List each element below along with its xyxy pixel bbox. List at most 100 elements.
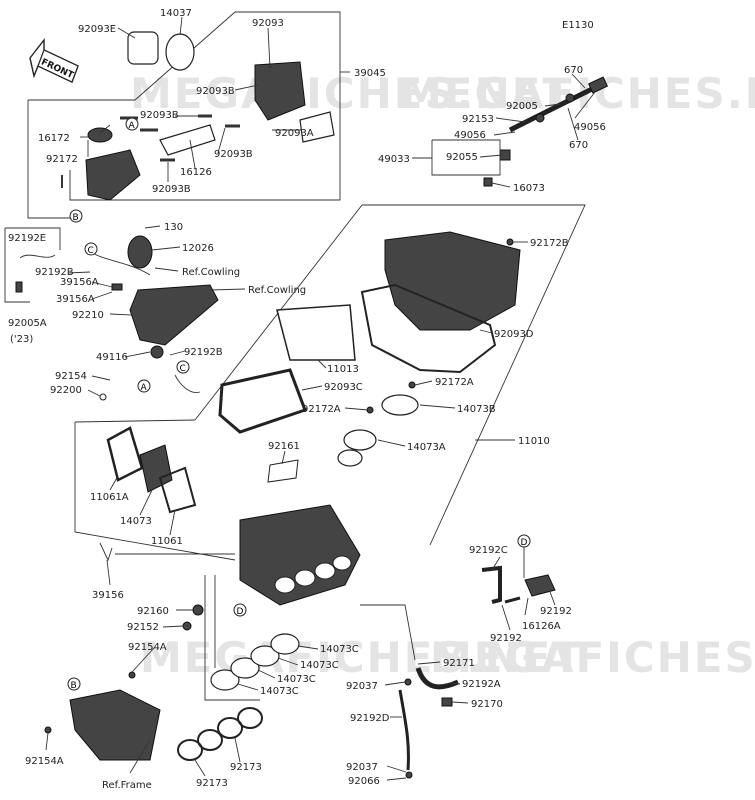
label-92210: 92210 bbox=[72, 310, 104, 321]
top-left-leaders bbox=[80, 16, 302, 182]
watermark-bottom-right: MEGAFICHES.NET bbox=[430, 633, 755, 682]
callout-a-top: A bbox=[125, 117, 139, 131]
label-23: ('23) bbox=[10, 334, 33, 345]
label-39156A-1: 39156A bbox=[60, 277, 99, 288]
lower-housing-part bbox=[182, 504, 361, 631]
clamps-92173 bbox=[177, 707, 263, 777]
group-39045-frame bbox=[27, 11, 350, 219]
svg-text:B: B bbox=[73, 213, 79, 223]
svg-text:A: A bbox=[129, 121, 136, 131]
label-14073: 14073 bbox=[120, 516, 152, 527]
group-92192E-frame bbox=[4, 227, 61, 303]
label-130: 130 bbox=[164, 222, 183, 233]
lower-left-leaders bbox=[106, 450, 286, 586]
label-92093D: 92093D bbox=[494, 329, 534, 340]
label-92093: 92093 bbox=[252, 18, 284, 29]
label-92200: 92200 bbox=[50, 385, 82, 396]
label-14073C-4: 14073C bbox=[260, 686, 299, 697]
label-92066: 92066 bbox=[348, 776, 380, 787]
label-92154: 92154 bbox=[55, 371, 87, 382]
label-39156A-2: 39156A bbox=[56, 294, 95, 305]
mid-left-parts bbox=[91, 235, 219, 401]
label-92005: 92005 bbox=[506, 101, 538, 112]
label-92172A-1: 92172A bbox=[435, 377, 474, 388]
label-39045: 39045 bbox=[354, 68, 386, 79]
label-14073C-2: 14073C bbox=[300, 660, 339, 671]
label-11013: 11013 bbox=[327, 364, 359, 375]
label-92037-2: 92037 bbox=[346, 762, 378, 773]
label-11061: 11061 bbox=[151, 536, 183, 547]
label-92093A: 92093A bbox=[275, 128, 314, 139]
top-right-fittings bbox=[412, 76, 609, 187]
label-92153: 92153 bbox=[462, 114, 494, 125]
label-ref-cowling-2: Ref.Cowling bbox=[248, 285, 306, 296]
label-49056-1: 49056 bbox=[454, 130, 486, 141]
callout-b-bottom: B bbox=[67, 677, 81, 691]
label-92172: 92172 bbox=[46, 154, 78, 165]
label-92192D: 92192D bbox=[350, 713, 390, 724]
label-92173-1: 92173 bbox=[196, 778, 228, 789]
label-92093B-2: 92093B bbox=[140, 110, 179, 121]
label-92093B-1: 92093B bbox=[196, 86, 235, 97]
label-92161: 92161 bbox=[268, 441, 300, 452]
mid-left-leaders bbox=[67, 225, 246, 397]
callout-c-low: C bbox=[176, 360, 190, 374]
svg-text:C: C bbox=[88, 246, 94, 256]
label-92160: 92160 bbox=[137, 606, 169, 617]
label-92093C: 92093C bbox=[324, 382, 363, 393]
label-92037-1: 92037 bbox=[346, 681, 378, 692]
callout-c-mid: C bbox=[84, 242, 98, 256]
label-ref-frame: Ref.Frame bbox=[102, 780, 152, 791]
svg-text:A: A bbox=[141, 383, 148, 393]
label-92192-1: 92192 bbox=[490, 633, 522, 644]
label-92093B-3: 92093B bbox=[214, 149, 253, 160]
label-92154A-2: 92154A bbox=[25, 756, 64, 767]
label-14037: 14037 bbox=[160, 8, 192, 19]
label-49056-2: 49056 bbox=[574, 122, 606, 133]
frame-cover-part bbox=[44, 647, 161, 774]
svg-text:C: C bbox=[180, 364, 186, 374]
top-right-leaders bbox=[479, 73, 596, 188]
upper-housing-leaders bbox=[301, 241, 528, 447]
watermark-top: MEGAFICHES.NET bbox=[130, 69, 573, 118]
label-39156: 39156 bbox=[92, 590, 124, 601]
callout-b-top: B bbox=[69, 209, 83, 223]
label-92173-2: 92173 bbox=[230, 762, 262, 773]
label-92093B-4: 92093B bbox=[152, 184, 191, 195]
label-14073C-1: 14073C bbox=[320, 644, 359, 655]
bottom-right-leaders bbox=[384, 547, 556, 781]
label-92192E: 92192E bbox=[8, 233, 46, 244]
label-49116: 49116 bbox=[96, 352, 128, 363]
svg-text:B: B bbox=[71, 681, 77, 691]
label-92192C: 92192C bbox=[469, 545, 508, 556]
label-16126A: 16126A bbox=[522, 621, 561, 632]
label-92170: 92170 bbox=[471, 699, 503, 710]
upper-housing-part bbox=[218, 231, 521, 467]
label-670-1: 670 bbox=[564, 65, 583, 76]
svg-text:D: D bbox=[521, 538, 528, 548]
label-92055: 92055 bbox=[446, 152, 478, 163]
front-arrow-icon: FRONT bbox=[29, 37, 79, 83]
lower-housing-leaders bbox=[162, 575, 260, 701]
label-92152: 92152 bbox=[127, 622, 159, 633]
label-14073C-3: 14073C bbox=[277, 674, 316, 685]
label-670-2: 670 bbox=[569, 140, 588, 151]
label-92192B-1: 92192B bbox=[35, 267, 74, 278]
diagram-code: E1130 bbox=[562, 20, 594, 31]
label-92192-2: 92192 bbox=[540, 606, 572, 617]
callout-d-right: D bbox=[517, 534, 531, 548]
label-11061A: 11061A bbox=[90, 492, 129, 503]
rings-leaders bbox=[237, 645, 319, 691]
label-49033: 49033 bbox=[378, 154, 410, 165]
label-92192B-2: 92192B bbox=[184, 347, 223, 358]
callout-a-mid: A bbox=[137, 379, 151, 393]
lower-left-filter-parts bbox=[99, 426, 299, 562]
label-12026: 12026 bbox=[182, 243, 214, 254]
label-16126: 16126 bbox=[180, 167, 212, 178]
label-92154A-1: 92154A bbox=[128, 642, 167, 653]
label-14073B: 14073B bbox=[457, 404, 496, 415]
label-92005A: 92005A bbox=[8, 318, 47, 329]
label-92171: 92171 bbox=[443, 658, 475, 669]
